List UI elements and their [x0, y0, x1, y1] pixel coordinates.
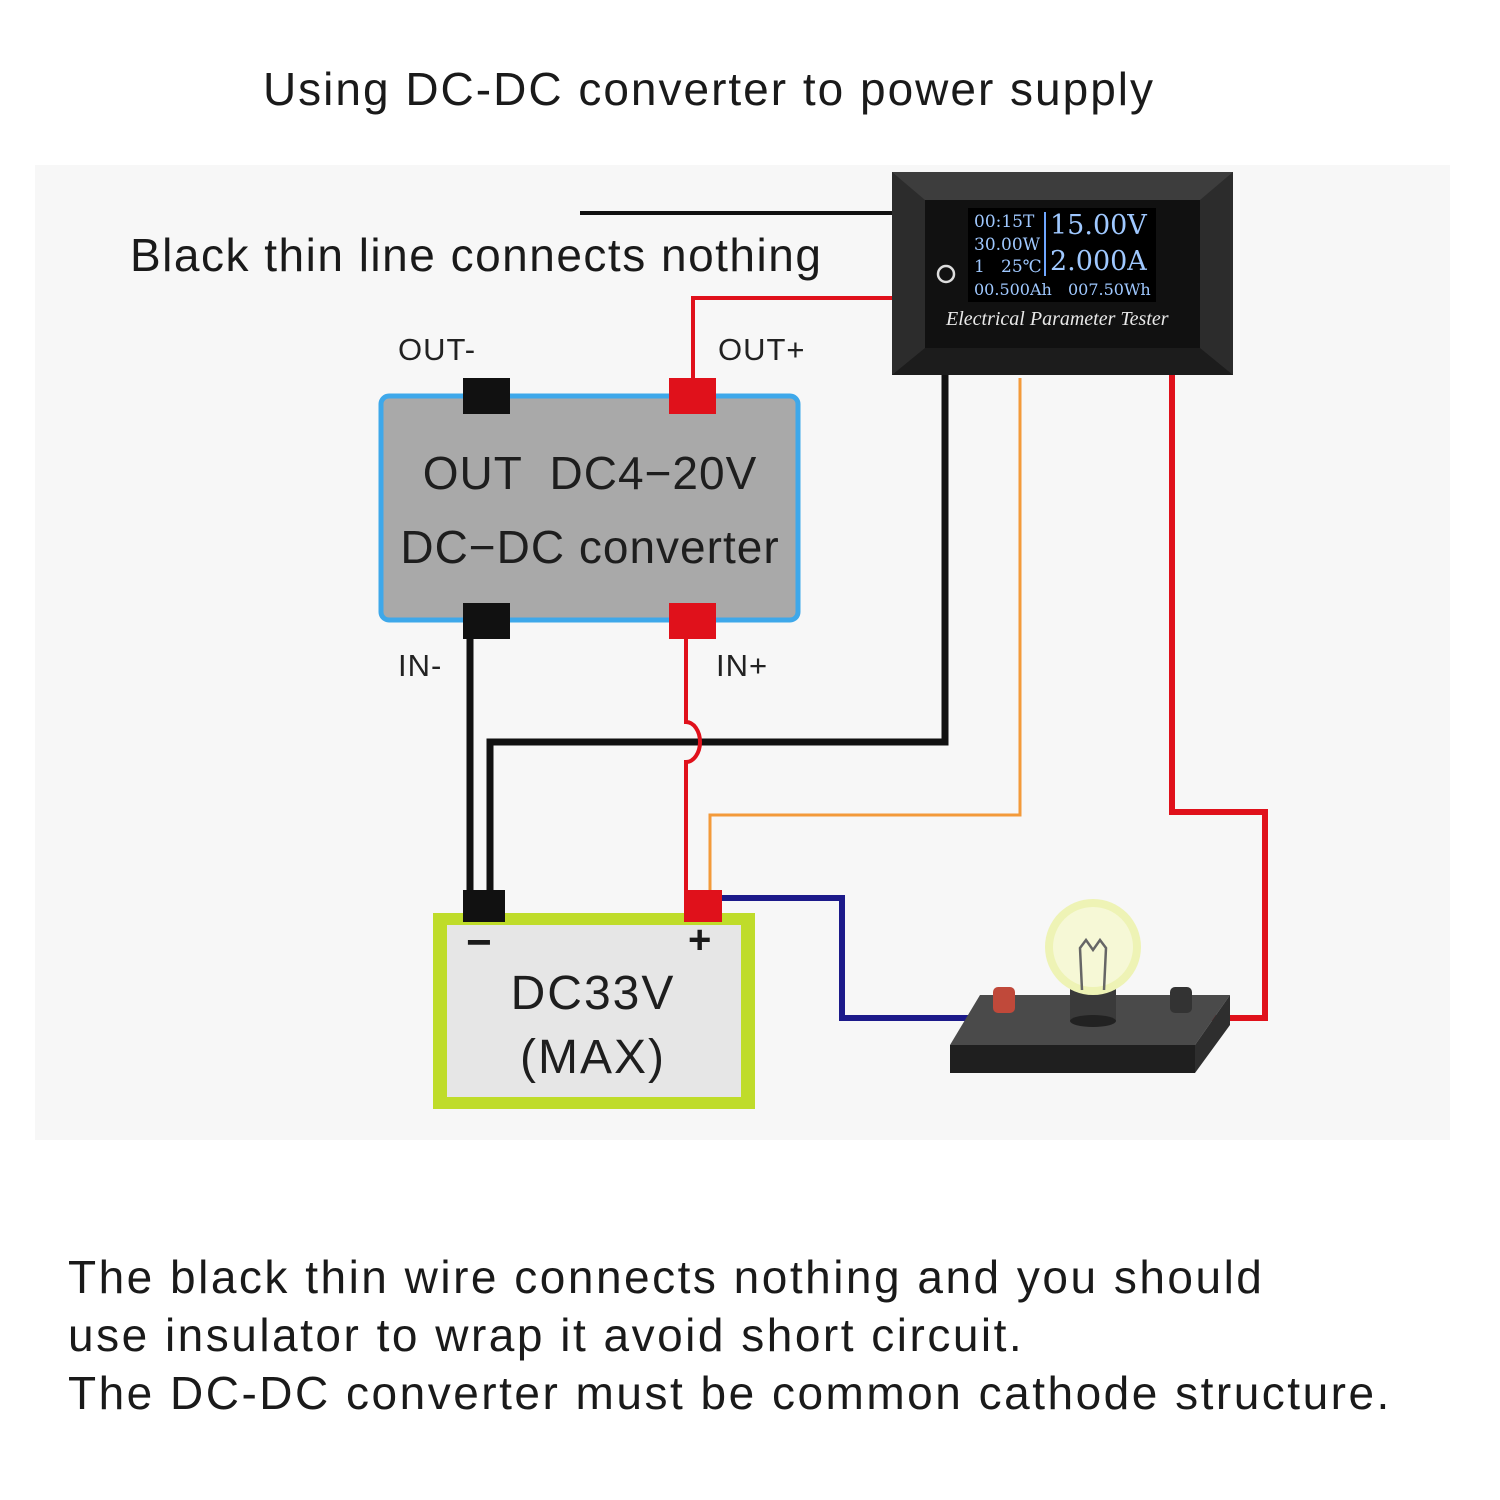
tester-caption: Electrical Parameter Tester — [946, 308, 1169, 330]
red-wire-out-plus — [691, 296, 895, 380]
in-plus-label: IN+ — [716, 648, 769, 683]
lamp-terminal-left — [993, 987, 1015, 1013]
battery-voltage: DC33V — [510, 967, 676, 1020]
bottom-notes: The black thin wire connects nothing and… — [68, 1248, 1392, 1422]
tester-capacity: 00.500Ah — [974, 280, 1052, 299]
converter-output-range: OUT DC4−20V — [422, 447, 758, 499]
battery-face — [447, 925, 741, 1097]
tester-screen — [968, 208, 1156, 302]
in-minus-terminal — [463, 603, 510, 639]
bottom-note-line: The black thin wire connects nothing and… — [68, 1251, 1265, 1303]
converter-body — [378, 393, 801, 623]
thin-line-note: Black thin line connects nothing — [130, 229, 823, 281]
tester-time: 00:15T — [974, 212, 1035, 232]
red-wire-load — [1169, 375, 1268, 1021]
tester-voltage: 15.00V — [1050, 210, 1147, 241]
tester-current: 2.000A — [1050, 246, 1147, 277]
tester-misc: 1 25℃ — [974, 257, 1042, 277]
out-plus-label: OUT+ — [718, 332, 806, 367]
in-plus-terminal — [669, 603, 716, 639]
lamp-terminal-right — [1170, 987, 1192, 1013]
battery-minus-terminal — [463, 890, 505, 922]
blue-wire — [718, 895, 998, 1021]
bottom-note-line: use insulator to wrap it avoid short cir… — [68, 1309, 1025, 1361]
red-wire-in-plus — [684, 635, 702, 895]
out-minus-label: OUT- — [398, 332, 477, 367]
orange-wire — [708, 378, 1022, 895]
page-title: Using DC-DC converter to power supply — [262, 63, 1156, 115]
out-plus-terminal — [669, 378, 716, 414]
tester-power: 30.00W — [974, 235, 1041, 255]
black-wire-tester-ground — [486, 372, 949, 895]
tester-bevel — [892, 172, 1233, 200]
in-minus-label: IN- — [398, 648, 443, 683]
out-minus-terminal — [463, 378, 510, 414]
tester-energy: 007.50Wh — [1068, 280, 1151, 299]
tester-button-icon — [936, 264, 956, 284]
battery-plus-terminal — [684, 890, 722, 922]
converter-name: DC−DC converter — [400, 521, 780, 573]
bottom-note-line: The DC-DC converter must be common catho… — [68, 1367, 1392, 1419]
battery-plus-sign: + — [688, 918, 712, 962]
battery-max: (MAX) — [520, 1031, 666, 1084]
battery-minus-sign: − — [466, 918, 492, 967]
